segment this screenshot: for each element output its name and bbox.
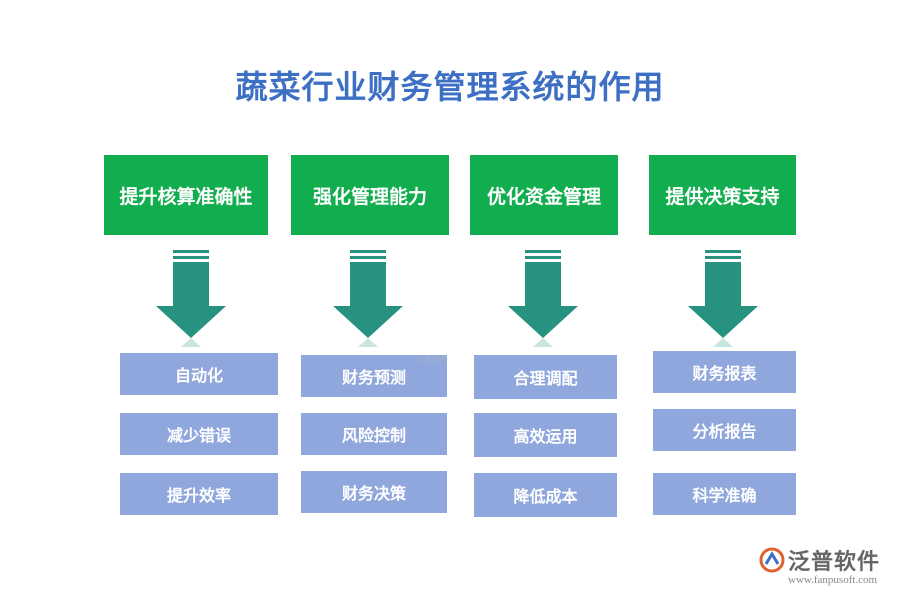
heading-decision-support: 提供决策支持: [649, 155, 796, 235]
item-analysis: 分析报告: [653, 409, 796, 451]
logo-url: www.fanpusoft.com: [788, 574, 878, 586]
down-arrow-icon: [688, 250, 758, 347]
heading-funds: 优化资金管理: [470, 155, 618, 235]
fanpu-logo-icon: [759, 547, 785, 573]
item-automation: 自动化: [120, 353, 278, 395]
item-forecast: 财务预测: [301, 355, 447, 397]
brand-logo: 泛普软件 www.fanpusoft.com: [758, 544, 888, 590]
item-raise-efficiency: 提升效率: [120, 473, 278, 515]
item-allocate: 合理调配: [474, 355, 617, 399]
down-arrow-icon: [333, 250, 403, 347]
heading-management: 强化管理能力: [291, 155, 449, 235]
down-arrow-icon: [156, 250, 226, 347]
down-arrow-icon: [508, 250, 578, 347]
item-reduce-errors: 减少错误: [120, 413, 278, 455]
logo-name: 泛普软件: [788, 550, 881, 575]
item-decision: 财务决策: [301, 471, 447, 513]
watermark: 泛普软件: [416, 355, 448, 364]
heading-accuracy: 提升核算准确性: [104, 155, 268, 235]
item-scientific: 科学准确: [653, 473, 796, 515]
item-efficient-use: 高效运用: [474, 413, 617, 457]
page-title: 蔬菜行业财务管理系统的作用: [235, 68, 665, 106]
item-risk-control: 风险控制: [301, 413, 447, 455]
item-reports: 财务报表: [653, 351, 796, 393]
item-reduce-cost: 降低成本: [474, 473, 617, 517]
